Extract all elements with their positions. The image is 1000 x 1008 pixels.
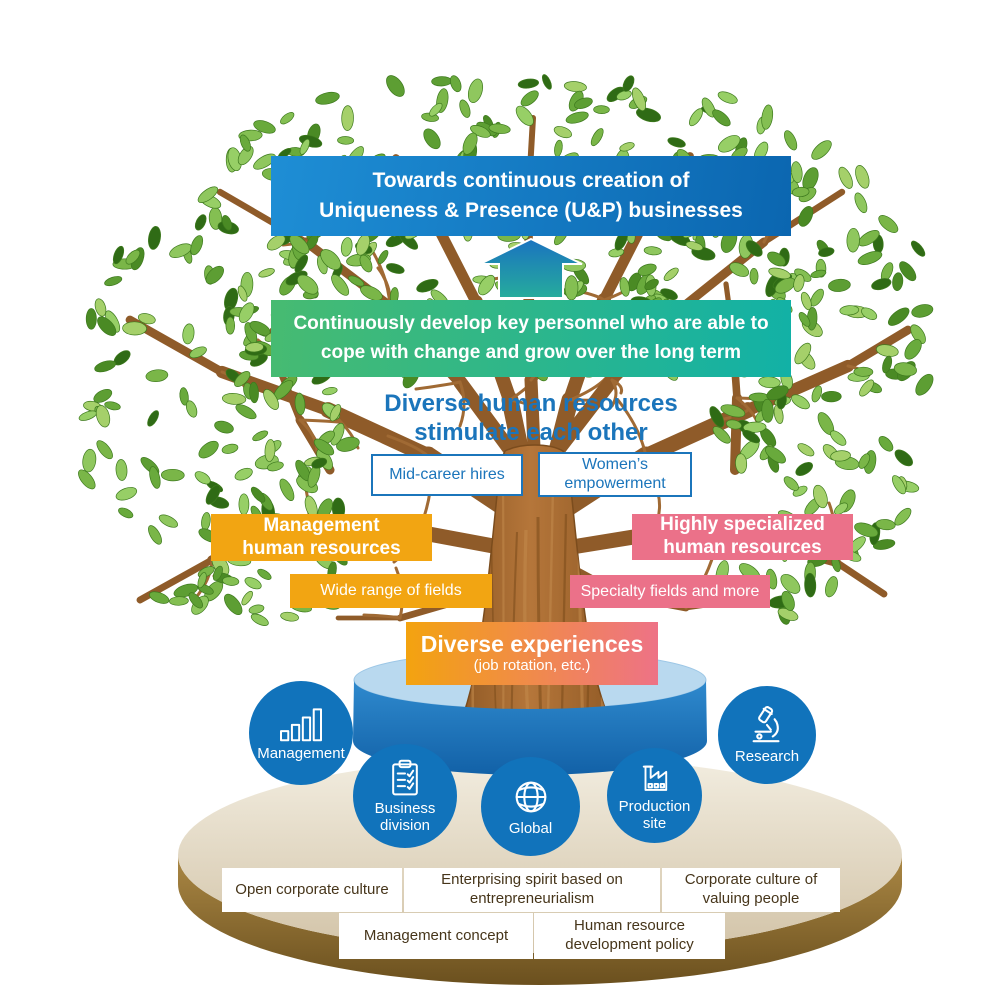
pillar-label: Management [257,745,345,763]
globe-icon [515,781,546,812]
foundation-enterprising-spirit: Enterprising spirit based on entrepreneu… [404,868,660,912]
foundation-hr-policy: Human resource development policy [534,913,725,959]
management-hr-tag: Wide range of fields [290,574,492,608]
pillar-business-division: Business division [353,744,457,848]
clipboard-checklist-icon [392,759,418,796]
bar-chart-icon [280,708,322,742]
pillar-label: Business division [374,799,436,834]
factory-icon [642,765,667,792]
ring-front [353,680,707,775]
pillar-label: Global [508,819,553,837]
tag-womens-empowerment: Women’s empowerment [538,452,692,497]
pillar-label: Research [734,748,800,766]
experiences-title: Diverse experiences [420,630,644,657]
pillar-production-site: Production site [607,748,702,843]
develop-box: Continuously develop key personnel who a… [271,300,791,377]
goal-box: Towards continuous creation of Uniquenes… [271,156,791,236]
pillar-management: Management [249,681,353,785]
foundation-management-concept: Management concept [339,913,533,959]
foundation-valuing-people: Corporate culture of valuing people [662,868,840,912]
foundation-open-culture: Open corporate culture [222,868,402,912]
specialized-hr-tag: Specialty fields and more [570,575,770,608]
experiences-subtitle: (job rotation, etc.) [473,657,591,675]
pillar-research: Research [718,686,816,784]
diverse-heading: Diverse human resources stimulate each o… [384,390,678,446]
tag-mid-career: Mid-career hires [371,454,523,496]
specialized-hr-box: Highly specialized human resources [632,514,853,560]
pillar-label: Production site [618,798,691,832]
up-arrow-icon [477,237,585,299]
management-hr-box: Management human resources [211,514,432,561]
microscope-icon [752,706,780,743]
experiences-box: Diverse experiences (job rotation, etc.) [406,622,658,685]
pillar-global: Global [481,757,580,856]
